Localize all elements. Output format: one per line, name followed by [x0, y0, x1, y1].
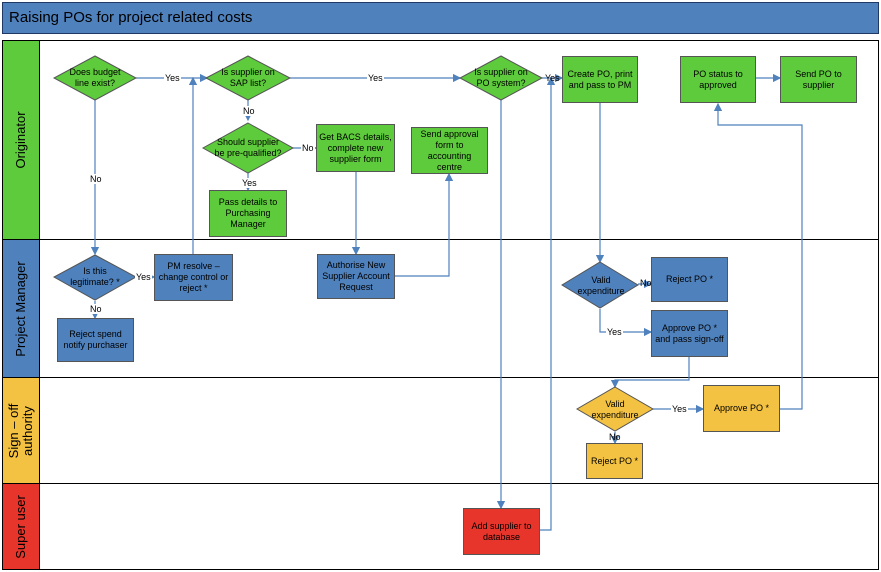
diamond-valid-exp-signoff — [576, 386, 654, 432]
supplier-sap-decision: Is supplier on SAP list? — [221, 67, 275, 88]
label-yes-valid-pm: Yes — [606, 327, 623, 337]
lane-super-user — [2, 483, 879, 570]
diamond-valid-exp-pm — [561, 261, 639, 309]
valid-exp-signoff-decision: Valid expenditure — [591, 399, 639, 420]
label-yes-valid-so: Yes — [671, 404, 688, 414]
pm-resolve-box: PM resolve – change control or reject * — [154, 254, 233, 301]
send-approval-box: Send approval form to accounting centre — [411, 127, 488, 174]
connector-approve-so-to-status — [713, 102, 803, 410]
diamond-supplier-sap — [204, 55, 292, 101]
connector-valid-pm-to-approve — [599, 309, 653, 337]
label-yes-po-system: Yes — [545, 73, 560, 83]
label-no-budget: No — [89, 174, 103, 184]
title-bar: Raising POs for project related costs — [2, 2, 879, 34]
send-po-box: Send PO to supplier — [780, 56, 857, 103]
prequalified-decision: Should supplier be pre-qualified? — [214, 137, 282, 158]
valid-exp-pm-decision: Valid expenditure — [577, 275, 625, 296]
legitimate-decision: Is this legitimate? * — [70, 266, 120, 287]
connector-approve-pm-to-valid-so — [610, 357, 690, 389]
label-no-valid-pm: No — [640, 278, 652, 288]
approve-po-pm-box: Approve PO * and pass sign-off — [651, 310, 728, 357]
diamond-budget-line — [52, 55, 138, 101]
approve-po-signoff-box: Approve PO * — [703, 385, 780, 432]
connector-authorise-to-approval — [395, 172, 454, 277]
add-supplier-box: Add supplier to database — [463, 508, 540, 555]
budget-line-decision: Does budget line exist? — [69, 67, 121, 88]
page-title: Raising POs for project related costs — [9, 9, 253, 26]
label-yes-legit: Yes — [135, 272, 152, 282]
label-yes-budget: Yes — [164, 73, 181, 83]
label-no-sap: No — [242, 106, 256, 116]
diamond-prequalified — [201, 122, 295, 174]
label-no-prequal: No — [301, 143, 315, 153]
pass-purchasing-box: Pass details to Purchasing Manager — [209, 190, 287, 237]
lane-header-project-manager: Project Manager — [3, 240, 40, 377]
reject-po-signoff-box: Reject PO * — [586, 443, 643, 479]
label-no-valid-so: No — [609, 432, 621, 442]
lane-header-super-user: Super user — [3, 484, 40, 569]
diamond-legitimate — [52, 254, 138, 301]
reject-spend-box: Reject spend notify purchaser — [57, 318, 134, 362]
label-yes-sap: Yes — [367, 73, 384, 83]
supplier-po-system-decision: Is supplier on PO system? — [474, 67, 528, 88]
create-po-box: Create PO, print and pass to PM — [562, 56, 638, 103]
lane-header-originator: Originator — [3, 41, 40, 239]
label-no-legit: No — [89, 304, 103, 314]
reject-po-pm-box: Reject PO * — [651, 257, 728, 302]
connector-add-supplier-to-create — [540, 76, 556, 531]
authorise-new-supplier-box: Authorise New Supplier Account Request — [317, 254, 395, 299]
po-status-box: PO status to approved — [680, 56, 756, 103]
label-yes-prequal: Yes — [241, 178, 258, 188]
diamond-supplier-po-system — [458, 55, 544, 101]
get-bacs-box: Get BACS details, complete new supplier … — [316, 124, 395, 172]
